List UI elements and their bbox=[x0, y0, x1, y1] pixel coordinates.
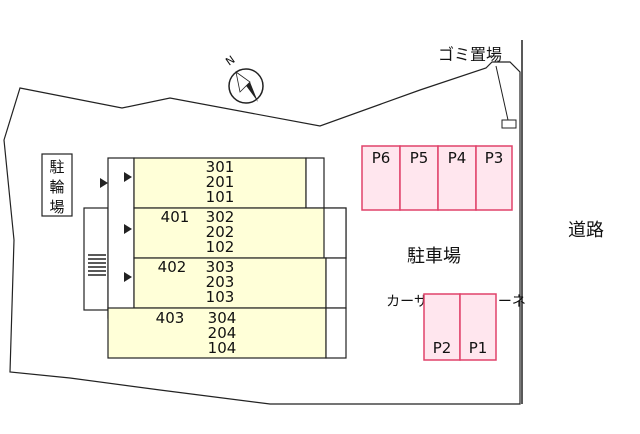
building-block-a: 301 201 101 bbox=[133, 157, 325, 209]
entry-arrow-icon bbox=[124, 272, 132, 282]
parking-row-bottom: P2 P1 bbox=[423, 293, 497, 361]
parking-label-p2: P2 bbox=[433, 339, 452, 357]
parking-space-p4 bbox=[437, 145, 477, 211]
unit-204: 204 bbox=[208, 324, 237, 342]
compass-north-mark: N bbox=[223, 53, 237, 68]
road-label: 道路 bbox=[568, 220, 604, 241]
unit-401: 401 bbox=[161, 208, 190, 226]
bicycle-parking-char-2: 輪 bbox=[49, 178, 64, 196]
building-block-b: 401 302 202 102 bbox=[133, 207, 347, 259]
unit-303: 303 bbox=[206, 258, 235, 276]
unit-201: 201 bbox=[206, 173, 235, 191]
building-block-d: 403 304 204 104 bbox=[107, 307, 347, 359]
unit-203: 203 bbox=[206, 273, 235, 291]
inner-corridor bbox=[107, 157, 135, 319]
garbage-station bbox=[501, 119, 517, 129]
unit-302: 302 bbox=[206, 208, 235, 226]
stairs bbox=[88, 254, 106, 276]
unit-102: 102 bbox=[206, 238, 235, 256]
parking-label-p4: P4 bbox=[448, 149, 467, 167]
entry-arrow-icon bbox=[124, 224, 132, 234]
parking-row-top: P6 P5 P4 P3 bbox=[361, 145, 513, 211]
parking-label-p6: P6 bbox=[372, 149, 391, 167]
garbage-leader-line bbox=[495, 65, 509, 121]
parking-label-p3: P3 bbox=[485, 149, 504, 167]
parking-label-p5: P5 bbox=[410, 149, 429, 167]
parking-label-p1: P1 bbox=[469, 339, 488, 357]
bicycle-parking-char-1: 駐 bbox=[49, 158, 64, 176]
parking-space-p1 bbox=[459, 293, 497, 361]
unit-304: 304 bbox=[208, 309, 237, 327]
building-block-c: 402 303 203 103 bbox=[133, 257, 347, 309]
unit-402: 402 bbox=[158, 258, 187, 276]
north-arrow-icon: N bbox=[223, 53, 264, 104]
unit-101: 101 bbox=[206, 188, 235, 206]
garbage-label: ゴミ置場 bbox=[438, 45, 502, 64]
entry-arrow-icon bbox=[100, 178, 108, 188]
unit-202: 202 bbox=[206, 223, 235, 241]
bicycle-parking-box bbox=[41, 153, 73, 217]
unit-104: 104 bbox=[208, 339, 237, 357]
parking-space-p3 bbox=[475, 145, 513, 211]
unit-103: 103 bbox=[206, 288, 235, 306]
unit-301: 301 bbox=[206, 158, 235, 176]
parking-lot-label: 駐車場 bbox=[407, 246, 461, 267]
bicycle-parking-char-3: 場 bbox=[49, 198, 64, 216]
entry-arrow-icon bbox=[124, 172, 132, 182]
parking-space-p6 bbox=[361, 145, 401, 211]
unit-403: 403 bbox=[156, 309, 185, 327]
